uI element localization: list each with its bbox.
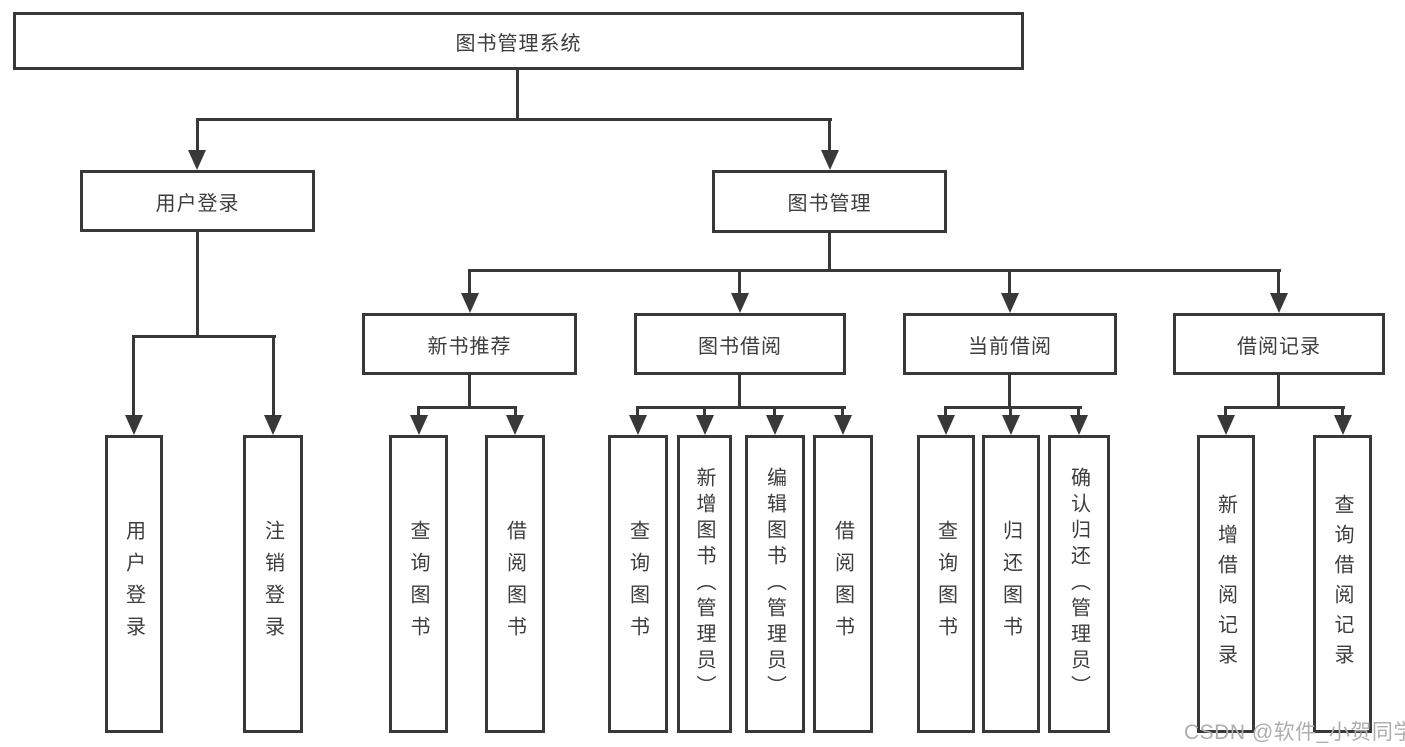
connector-vline xyxy=(1008,269,1011,296)
arrow-down-icon xyxy=(410,415,428,435)
connector-hline xyxy=(196,118,832,121)
watermark: CSDN @软件_小贺同学 xyxy=(1184,721,1405,744)
connector-vline xyxy=(738,375,741,408)
connector-vline xyxy=(468,375,471,408)
arrow-down-icon xyxy=(766,415,784,435)
node-current-borrowing: 当前借阅 xyxy=(903,313,1117,375)
node-nbr-borrow-books: 借阅图书 xyxy=(485,435,545,733)
connector-hline xyxy=(1224,406,1345,409)
connector-vline xyxy=(828,233,831,272)
arrow-down-icon xyxy=(629,415,647,435)
node-bb-query-books: 查询图书 xyxy=(608,435,668,733)
connector-vline xyxy=(703,406,706,418)
node-cb-confirm-return-admin: 确认归还（管理员） xyxy=(1048,435,1110,733)
connector-vline xyxy=(468,269,471,296)
connector-vline xyxy=(272,335,275,418)
connector-vline xyxy=(773,406,776,418)
node-logout: 注销登录 xyxy=(243,435,303,733)
connector-hline xyxy=(417,406,517,409)
connector-vline xyxy=(514,406,517,418)
connector-vline xyxy=(196,118,199,153)
node-book-management: 图书管理 xyxy=(712,170,947,233)
arrow-down-icon xyxy=(264,415,282,435)
connector-vline xyxy=(1008,375,1011,408)
arrow-down-icon xyxy=(1270,293,1288,313)
connector-vline xyxy=(1077,406,1080,418)
connector-hline xyxy=(636,406,846,409)
arrow-down-icon xyxy=(937,415,955,435)
arrow-down-icon xyxy=(1217,415,1235,435)
node-nbr-query-books: 查询图书 xyxy=(389,435,448,733)
connector-vline xyxy=(828,118,831,153)
connector-hline xyxy=(944,406,1082,409)
node-user-login: 用户登录 xyxy=(80,170,315,232)
arrow-down-icon xyxy=(696,415,714,435)
node-book-borrowing: 图书借阅 xyxy=(634,313,846,375)
connector-vline xyxy=(1009,406,1012,418)
node-cb-return-books: 归还图书 xyxy=(982,435,1040,733)
arrow-down-icon xyxy=(1070,415,1088,435)
arrow-down-icon xyxy=(1001,293,1019,313)
node-library-system: 图书管理系统 xyxy=(13,12,1024,70)
node-new-book-recommend: 新书推荐 xyxy=(362,313,577,375)
connector-vline xyxy=(841,406,844,418)
connector-hline xyxy=(468,269,1281,272)
node-borrowing-records: 借阅记录 xyxy=(1173,313,1385,375)
arrow-down-icon xyxy=(1002,415,1020,435)
connector-vline xyxy=(132,335,135,418)
arrow-down-icon xyxy=(834,415,852,435)
arrow-down-icon xyxy=(188,150,206,170)
connector-vline xyxy=(1277,375,1280,408)
node-bb-add-books-admin: 新增图书（管理员） xyxy=(677,435,732,733)
connector-hline xyxy=(132,335,276,338)
connector-vline xyxy=(1277,269,1280,296)
arrow-down-icon xyxy=(1334,415,1352,435)
arrow-down-icon xyxy=(731,293,749,313)
arrow-down-icon xyxy=(506,415,524,435)
node-bb-borrow-books: 借阅图书 xyxy=(813,435,873,733)
node-br-add-record: 新增借阅记录 xyxy=(1197,435,1255,733)
arrow-down-icon xyxy=(125,415,143,435)
connector-vline xyxy=(1224,406,1227,418)
node-login: 用户登录 xyxy=(105,435,163,733)
connector-vline xyxy=(636,406,639,418)
node-bb-edit-books-admin: 编辑图书（管理员） xyxy=(745,435,805,733)
arrow-down-icon xyxy=(461,293,479,313)
connector-vline xyxy=(196,232,199,337)
connector-vline xyxy=(738,269,741,296)
connector-vline xyxy=(417,406,420,418)
node-cb-query-books: 查询图书 xyxy=(917,435,975,733)
arrow-down-icon xyxy=(821,150,839,170)
connector-vline xyxy=(516,70,519,120)
connector-vline xyxy=(944,406,947,418)
connector-vline xyxy=(1341,406,1344,418)
node-br-query-record: 查询借阅记录 xyxy=(1313,435,1372,733)
